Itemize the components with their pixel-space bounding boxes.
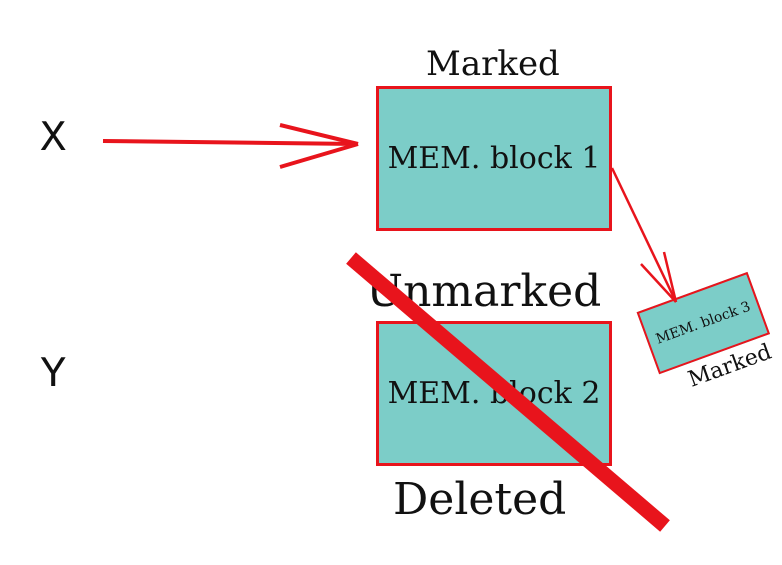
- memory-block-2: MEM. block 2: [376, 321, 612, 466]
- variable-y-label: Y: [40, 350, 67, 400]
- arrow-block1-to-block3: [610, 167, 678, 303]
- variable-x-label: X: [40, 114, 67, 164]
- deletion-strike-icon: [346, 252, 670, 532]
- arrow-x-to-block1: [102, 123, 359, 169]
- memory-block-1: MEM. block 1: [376, 86, 612, 231]
- arrow-block1-to-block3-head-right: [662, 251, 678, 303]
- memory-block-1-label: MEM. block 1: [387, 141, 601, 176]
- block2-result-label: Deleted: [393, 474, 567, 525]
- block1-status-label: Marked: [426, 44, 560, 84]
- arrow-x-to-block1-head-upper: [279, 123, 359, 146]
- arrow-block1-to-block3-head-left: [640, 263, 677, 303]
- arrow-x-to-block1-head-lower: [279, 142, 359, 169]
- arrow-x-to-block1-shaft: [102, 139, 359, 146]
- arrow-block1-to-block3-shaft: [610, 167, 678, 303]
